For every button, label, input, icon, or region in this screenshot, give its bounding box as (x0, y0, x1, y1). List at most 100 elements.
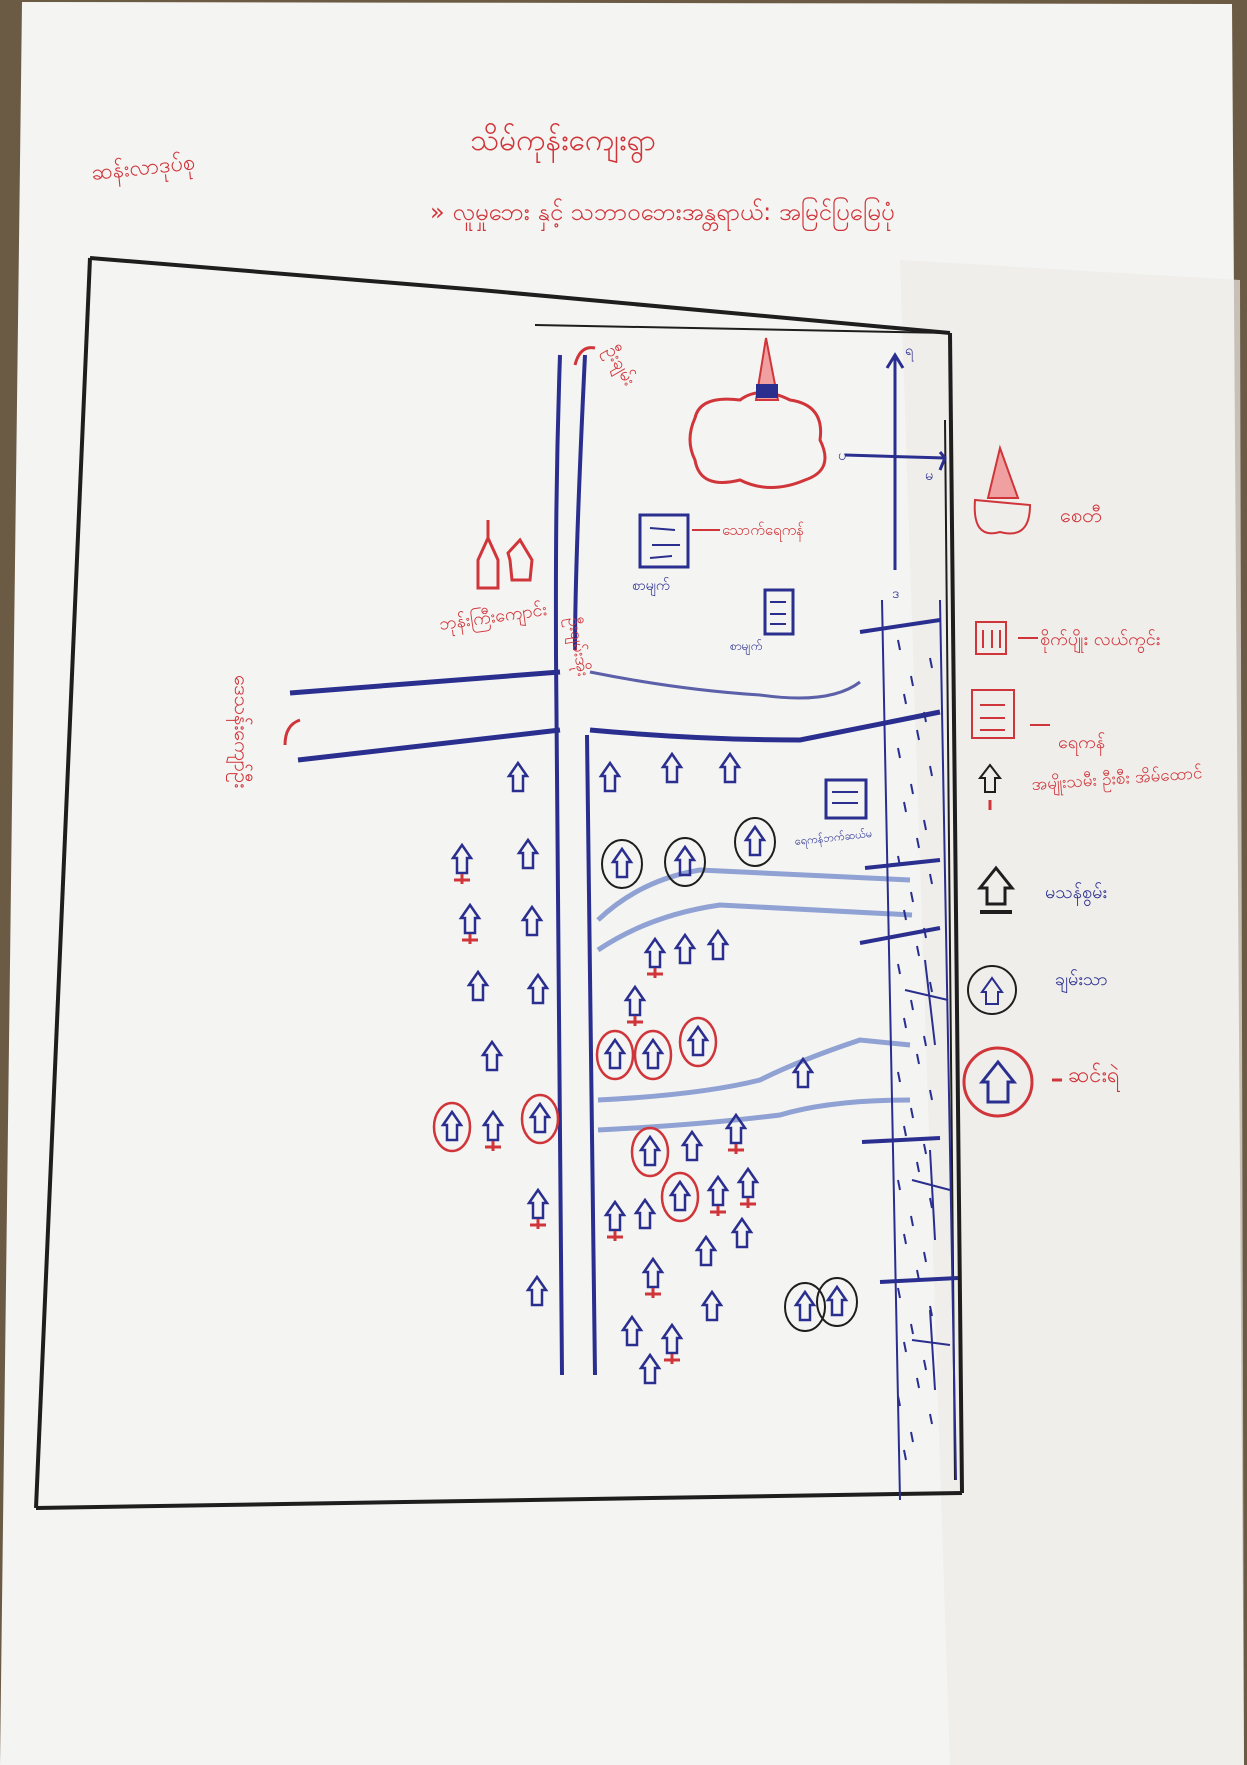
field-mark (916, 1161, 920, 1173)
field-mark (929, 981, 933, 993)
field-mark (897, 1395, 901, 1407)
map-title: သိမ်ကုန်းကျေးရွာ (470, 123, 656, 164)
field-mark (916, 837, 920, 849)
house-icon (450, 842, 474, 884)
field-marks (897, 639, 933, 1461)
field-mark (897, 1287, 901, 1299)
field-mark (903, 1125, 907, 1137)
legend-field-icon (975, 621, 1007, 655)
house-icon (520, 1093, 560, 1145)
road-west-arrow (283, 718, 301, 746)
field-mark (903, 693, 907, 705)
house-icon (506, 760, 530, 793)
paper-shade (900, 260, 1244, 1765)
monastery-icon (476, 520, 534, 590)
house-icon (633, 1197, 657, 1230)
house-icon (791, 1056, 815, 1089)
compass-west: ပ (838, 448, 846, 464)
field-mark (916, 1053, 920, 1065)
school-building (638, 513, 690, 569)
field-mark (929, 1305, 933, 1317)
field-strip (881, 599, 957, 1501)
field-mark (916, 945, 920, 957)
house-icon (660, 751, 684, 784)
field-mark (903, 909, 907, 921)
legend-label-pond: ရေကန် (1058, 732, 1105, 756)
legend-label-pagoda: စေတီ (1060, 503, 1102, 527)
field-mark (923, 711, 927, 723)
legend-label-field: စိုက်ပျိုး လယ်ကွင်း (1040, 629, 1160, 653)
legend-house-circle-black-icon (967, 965, 1017, 1015)
field-mark (910, 1215, 914, 1227)
house-icon (480, 1039, 504, 1072)
pagoda-hill (688, 337, 827, 489)
house-icon (816, 1277, 858, 1327)
field-mark (923, 1251, 927, 1263)
house-icon (481, 1109, 505, 1151)
house-icon (700, 1289, 724, 1322)
house-icon (601, 839, 643, 889)
compass-east: မ (925, 468, 933, 484)
house-icon (432, 1101, 472, 1153)
house-icon (784, 1282, 826, 1332)
field-mark (929, 1089, 933, 1101)
legend-house-circle-red-icon (962, 1046, 1034, 1118)
field-mark (916, 1377, 920, 1389)
side-road-2 (597, 1037, 911, 1133)
house-icon (466, 969, 490, 1002)
field-mark (903, 1341, 907, 1353)
house-icon (633, 1029, 673, 1081)
house-icon (526, 972, 550, 1005)
legend-pagoda-icon (973, 444, 1032, 535)
field-mark (897, 639, 901, 651)
field-mark (903, 801, 907, 813)
field-mark (929, 1197, 933, 1209)
frame-lines (34, 256, 964, 1510)
house-icon (641, 1256, 665, 1298)
house-icon (595, 1029, 635, 1081)
side-road-1 (596, 867, 913, 953)
legend-label-house: မသန်စွမ်း (1045, 882, 1107, 906)
field-mark (910, 675, 914, 687)
field-mark (923, 1035, 927, 1047)
house-icon (706, 928, 730, 961)
school-small-label-2: စာမျက် (730, 638, 762, 656)
field-mark (916, 1269, 920, 1281)
house-icon (623, 984, 647, 1026)
house-icon (706, 1174, 730, 1216)
main-road (553, 354, 597, 1376)
house-icon (598, 760, 622, 793)
legend-label-house-circle-black: ချမ်းသာ (1055, 969, 1108, 993)
small-building (763, 588, 795, 636)
house-icon (664, 837, 706, 887)
house-icon (603, 1199, 627, 1241)
house-icon (718, 751, 742, 784)
field-mark (910, 891, 914, 903)
house-icon (734, 817, 776, 867)
field-mark (916, 729, 920, 741)
field-mark (929, 765, 933, 777)
house-icon (694, 1234, 718, 1267)
field-mark (910, 999, 914, 1011)
field-mark (910, 1107, 914, 1119)
road-west-label: ဒေသန်းကျော်ဦး (226, 675, 254, 788)
road-north-arrow (573, 346, 596, 366)
field-mark (897, 1179, 901, 1191)
house-icon (678, 1016, 718, 1068)
legend-pond-icon (971, 689, 1015, 739)
field-mark (923, 1143, 927, 1155)
field-mark (897, 747, 901, 759)
house-icon (458, 902, 482, 944)
house-icon (620, 1314, 644, 1347)
compass-south: ဒ (892, 586, 899, 602)
field-mark (897, 855, 901, 867)
house-icon (736, 1166, 760, 1208)
house-icon (660, 1322, 684, 1364)
house-icon (520, 904, 544, 937)
field-mark (923, 927, 927, 939)
house-icon (526, 1187, 550, 1229)
house-icon (643, 936, 667, 978)
field-mark (903, 1233, 907, 1245)
